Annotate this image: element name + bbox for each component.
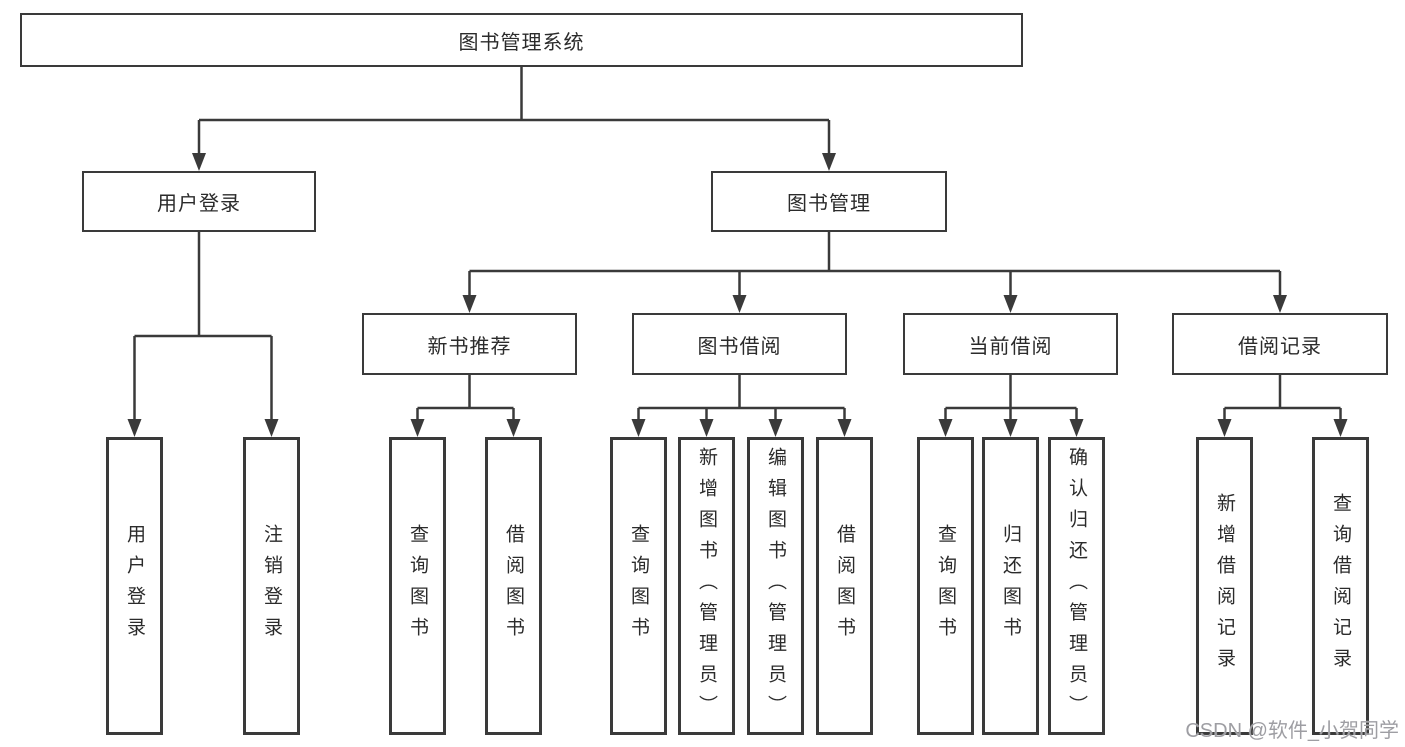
node-borrow-records-label: 借阅记录 (1238, 335, 1322, 358)
node-user-login: 用户登录 (82, 171, 316, 232)
leaf-current-query-books: 查询图书 (917, 437, 974, 735)
connector-user-login-children (127, 232, 279, 437)
node-new-book-recommend: 新书推荐 (362, 313, 577, 375)
connector-new-book-recommend-children (410, 375, 521, 437)
connector-borrow-records-children (1217, 375, 1348, 437)
leaf-add-book-admin-label: 新增图书（管理员） (696, 446, 717, 726)
node-borrow-records: 借阅记录 (1172, 313, 1388, 375)
leaf-query-borrow-record-label: 查询借阅记录 (1330, 493, 1351, 679)
connector-book-management-children (462, 232, 1287, 313)
leaf-add-borrow-record: 新增借阅记录 (1196, 437, 1253, 735)
leaf-borrow-books-label: 借阅图书 (834, 524, 855, 648)
leaf-confirm-return-admin-label: 确认归还（管理员） (1066, 446, 1087, 726)
leaf-return-book-label: 归还图书 (1000, 524, 1021, 648)
node-book-borrow: 图书借阅 (632, 313, 847, 375)
leaf-confirm-return-admin: 确认归还（管理员） (1048, 437, 1105, 735)
node-book-borrow-label: 图书借阅 (697, 335, 782, 358)
leaf-logout-login-label: 注销登录 (261, 524, 282, 648)
leaf-query-borrow-record: 查询借阅记录 (1312, 437, 1369, 735)
connector-root-to-level2 (192, 67, 836, 171)
leaf-logout-login: 注销登录 (243, 437, 300, 735)
leaf-edit-book-admin-label: 编辑图书（管理员） (765, 446, 786, 726)
watermark: CSDN @软件_小贺同学 (1185, 720, 1399, 742)
node-root-label: 图书管理系统 (458, 31, 585, 54)
leaf-borrow-query-books-label: 查询图书 (628, 524, 649, 648)
node-book-management-label: 图书管理 (787, 193, 871, 215)
leaf-add-book-admin: 新增图书（管理员） (678, 437, 735, 735)
leaf-current-query-books-label: 查询图书 (935, 524, 956, 648)
node-root: 图书管理系统 (20, 13, 1023, 67)
leaf-recommend-borrow-books: 借阅图书 (485, 437, 542, 735)
node-current-borrow-label: 当前借阅 (968, 335, 1053, 358)
leaf-return-book: 归还图书 (982, 437, 1039, 735)
leaf-recommend-borrow-books-label: 借阅图书 (503, 524, 524, 648)
node-current-borrow: 当前借阅 (903, 313, 1118, 375)
leaf-recommend-query-books: 查询图书 (389, 437, 446, 735)
leaf-user-login: 用户登录 (106, 437, 163, 735)
node-user-login-label: 用户登录 (157, 193, 241, 215)
leaf-add-borrow-record-label: 新增借阅记录 (1214, 493, 1235, 679)
connector-current-borrow-children (938, 375, 1084, 437)
leaf-borrow-query-books: 查询图书 (610, 437, 667, 735)
leaf-borrow-books: 借阅图书 (816, 437, 873, 735)
leaf-edit-book-admin: 编辑图书（管理员） (747, 437, 804, 735)
leaf-recommend-query-books-label: 查询图书 (407, 524, 428, 648)
connector-book-borrow-children (631, 375, 852, 437)
node-book-management: 图书管理 (711, 171, 947, 232)
node-new-book-recommend-label: 新书推荐 (427, 335, 512, 358)
leaf-user-login-label: 用户登录 (124, 524, 145, 648)
